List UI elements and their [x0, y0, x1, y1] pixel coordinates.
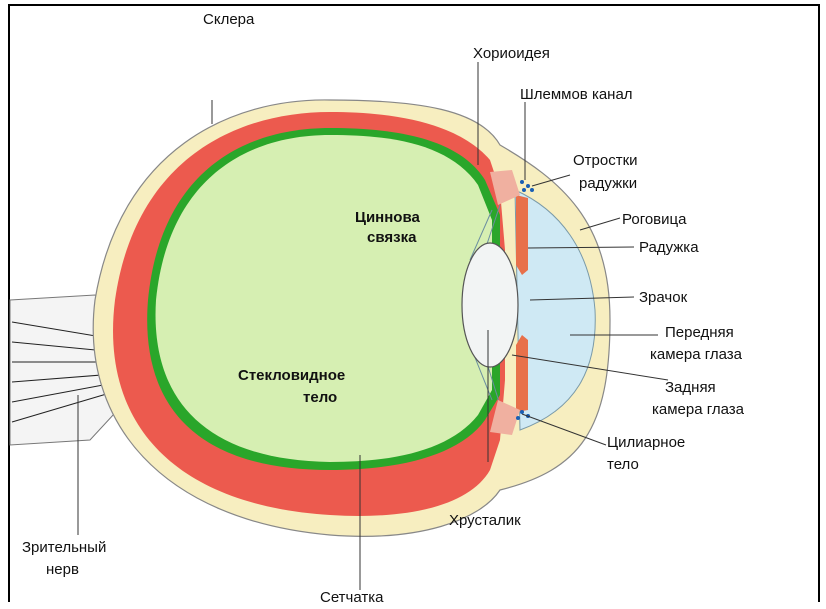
vitreous-body — [156, 135, 492, 462]
label-optic-nerve-line2: нерв — [46, 561, 79, 578]
lens — [462, 243, 518, 367]
label-zinn-zonule-line1: Циннова — [355, 209, 420, 226]
label-posterior-chamber-line1: Задняя — [665, 379, 716, 396]
iris-lower — [516, 335, 528, 412]
label-retina: Сетчатка — [320, 589, 384, 606]
label-posterior-chamber-line2: камера глаза — [652, 401, 745, 418]
label-pupil: Зрачок — [639, 289, 688, 306]
iris — [516, 195, 528, 275]
label-ciliary-body-line1: Цилиарное — [607, 434, 685, 451]
label-schlemm-canal: Шлеммов канал — [520, 86, 633, 103]
label-anterior-chamber-line1: Передняя — [665, 324, 734, 341]
label-ciliary-body-line2: тело — [607, 456, 639, 473]
label-iris-processes-line2: радужки — [579, 175, 637, 192]
label-zinn-zonule-line2: связка — [367, 229, 417, 246]
label-iris-processes-line1: Отростки — [573, 152, 638, 169]
label-anterior-chamber-line2: камера глаза — [650, 346, 743, 363]
label-optic-nerve-line1: Зрительный — [22, 539, 106, 556]
label-sclera: Склера — [203, 11, 255, 28]
label-vitreous-line2: тело — [303, 389, 337, 406]
label-choroid: Хориоидея — [473, 45, 550, 62]
label-lens: Хрусталик — [449, 512, 521, 529]
label-iris: Радужка — [639, 239, 699, 256]
label-vitreous-line1: Стекловидное — [238, 367, 345, 384]
label-cornea: Роговица — [622, 211, 687, 228]
